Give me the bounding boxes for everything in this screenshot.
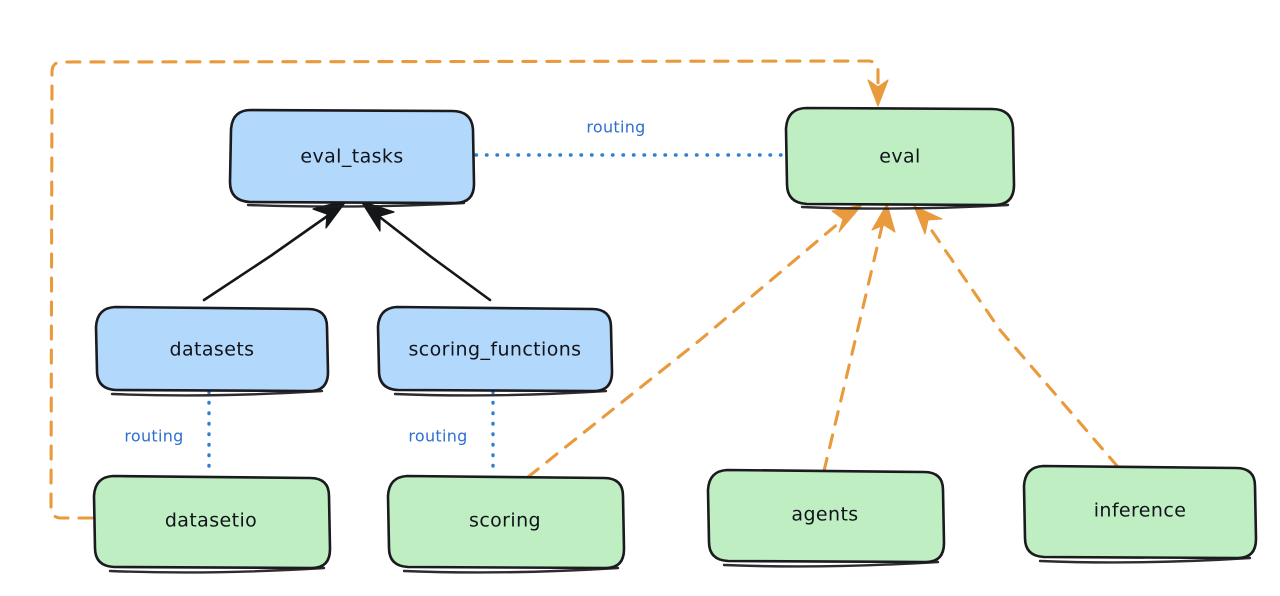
node-inference-box (1022, 464, 1258, 560)
edge-datasets-to-datasetio[interactable]: routing (124, 390, 211, 476)
edge-layer-composition (202, 199, 492, 302)
node-agents[interactable]: agents (706, 468, 946, 568)
edge-scoring_functions-to-scoring[interactable]: routing (408, 390, 495, 476)
node-inference-underline (1038, 556, 1252, 564)
node-datasetio-underline (108, 566, 326, 574)
node-scoring-functions-label: scoring_functions (409, 339, 582, 361)
node-scoring-box (386, 474, 626, 570)
edge-agents-to-eval-path (822, 224, 884, 473)
node-scoring-underline (402, 566, 620, 574)
edge-layer-dependencies (49, 59, 1120, 520)
node-datasets-box (94, 305, 330, 393)
node-scoring-functions[interactable]: scoring_functions (376, 305, 614, 397)
node-datasets-label: datasets (170, 339, 255, 361)
edge-label-routing-datasets: routing (124, 427, 183, 446)
node-eval-label: eval (879, 146, 920, 168)
edge-datasets-to-eval_tasks-path (202, 208, 338, 302)
edge-datasets-to-eval_tasks[interactable] (202, 199, 348, 302)
node-eval[interactable]: eval (784, 106, 1016, 210)
node-eval-underline (800, 203, 1010, 210)
edge-scoring_functions-to-eval_tasks[interactable] (360, 200, 492, 302)
node-eval-tasks-underline (246, 201, 466, 208)
node-eval-tasks-label: eval_tasks (300, 146, 403, 168)
node-inference-label: inference (1094, 500, 1187, 522)
node-datasets[interactable]: datasets (94, 305, 330, 397)
node-eval-box (784, 106, 1016, 207)
node-datasetio-box (92, 474, 332, 570)
node-scoring-label: scoring (469, 510, 541, 532)
edge-scoring_functions-to-eval_tasks-path (370, 209, 492, 302)
edge-label-routing-top: routing (586, 118, 645, 137)
edge-label-routing-scoring-functions: routing (408, 427, 467, 446)
edge-inference-to-eval-arrowhead (913, 205, 943, 235)
edge-datasetio-to-eval-arrowhead (867, 79, 889, 107)
edge-agents-to-eval[interactable] (822, 203, 896, 473)
node-layer: eval_tasks eval datasets scoring_functio… (92, 106, 1258, 574)
node-scoring[interactable]: scoring (386, 474, 626, 574)
edge-datasetio-to-eval-path (49, 59, 880, 520)
node-agents-label: agents (791, 504, 858, 526)
edge-inference-to-eval[interactable] (913, 205, 1120, 469)
node-datasets-underline (110, 389, 324, 397)
edge-scoring-to-eval-path (526, 220, 842, 479)
node-datasetio-label: datasetio (165, 510, 257, 532)
edge-agents-to-eval-arrowhead (871, 203, 896, 233)
node-scoring-functions-box (376, 305, 614, 393)
node-scoring-functions-underline (393, 389, 608, 397)
edge-eval_tasks-to-eval[interactable]: routing (474, 118, 786, 157)
node-agents-underline (722, 560, 940, 568)
edge-datasetio-to-eval[interactable] (49, 59, 889, 520)
edge-inference-to-eval-path (928, 226, 1120, 469)
edge-layer-routing: routing routing routing (124, 118, 786, 476)
node-eval-tasks[interactable]: eval_tasks (228, 108, 476, 208)
edge-scoring_functions-to-eval_tasks-arrowhead (360, 200, 395, 232)
node-agents-box (706, 468, 946, 564)
node-datasetio[interactable]: datasetio (92, 474, 332, 574)
node-inference[interactable]: inference (1022, 464, 1258, 564)
node-eval-tasks-box (228, 108, 476, 205)
